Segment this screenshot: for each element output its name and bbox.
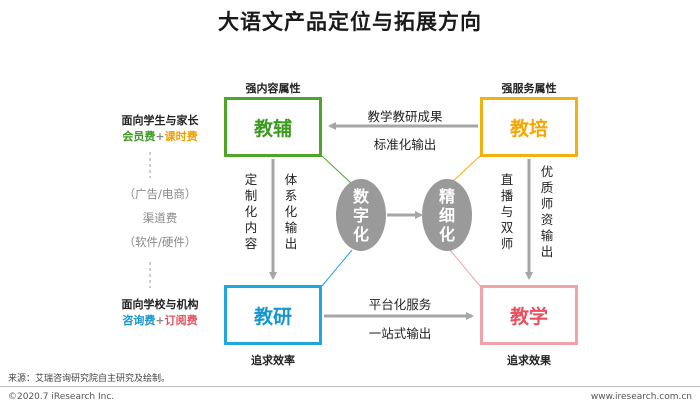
fee-membership: 会员费 (122, 130, 156, 143)
fee-consulting: 咨询费 (122, 314, 156, 327)
left-vertical-label-1: 定 制 化 内 容 (243, 172, 259, 252)
vchar: 输 (540, 228, 554, 243)
source-note: 来源：艾瑞咨询研究院自主研究及绘制。 (8, 374, 171, 384)
bottom-arrow-label-1: 平台化服务 (368, 297, 432, 312)
copyright: ©2020.7 iResearch Inc. (8, 392, 115, 402)
left-vertical-label-2: 体 系 化 输 出 (283, 172, 299, 252)
left-top-heading: 面向学生与家长 (121, 114, 199, 127)
vchar: 系 (284, 188, 298, 203)
vchar: 输 (284, 220, 298, 235)
bottom-arrow-label-2: 一站式输出 (368, 326, 432, 341)
caption-top-right: 强服务属性 (501, 82, 557, 95)
fee-subscription: 订阅费 (164, 314, 198, 327)
oval-right-char: 化 (438, 224, 455, 244)
fee-lesson: 课时费 (164, 130, 198, 143)
vchar: 制 (244, 188, 258, 203)
oval-digitalization: 数 字 化 (336, 179, 386, 251)
vchar: 容 (244, 236, 258, 251)
vchar: 出 (284, 236, 298, 251)
oval-left-char: 字 (352, 205, 369, 225)
vchar: 师 (500, 236, 514, 251)
vchar: 定 (244, 172, 258, 187)
box-jiaofu: 教辅 (224, 97, 322, 157)
vchar: 播 (500, 188, 514, 203)
diag-blue (321, 249, 353, 287)
box-jiaopei: 教培 (480, 97, 578, 157)
fee-plus: + (155, 314, 165, 327)
page-title: 大语文产品定位与拓展方向 (218, 10, 482, 34)
diag-pink (449, 249, 481, 287)
diag-green (321, 155, 353, 185)
oval-right-char: 细 (438, 205, 455, 225)
caption-bottom-right: 追求效果 (507, 354, 551, 367)
oval-left-char: 数 (352, 186, 369, 206)
vchar: 双 (500, 220, 514, 235)
top-arrow-label-2: 标准化输出 (373, 137, 437, 152)
oval-left-char: 化 (352, 224, 369, 244)
left-top-fees: 会员费+课时费 (90, 128, 230, 144)
top-arrow-label-1: 教学教研成果 (367, 109, 443, 124)
vchar: 资 (540, 212, 554, 227)
vchar: 化 (284, 204, 298, 219)
vchar: 与 (500, 204, 514, 219)
oval-right-char: 精 (438, 186, 455, 206)
box-jiaoxue: 教学 (480, 285, 578, 345)
vchar: 师 (540, 196, 554, 211)
vchar: 优 (540, 164, 554, 179)
box-jiaoyan: 教研 (224, 285, 322, 345)
right-vertical-label-2: 优 质 师 资 输 出 (539, 164, 555, 260)
fee-plus: + (155, 130, 165, 143)
left-bottom-fees: 咨询费+订阅费 (90, 312, 230, 328)
left-bottom-heading: 面向学校与机构 (121, 298, 199, 311)
right-vertical-label-1: 直 播 与 双 师 (499, 172, 515, 252)
vchar: 出 (540, 244, 554, 259)
vchar: 内 (244, 220, 258, 235)
oval-refinement: 精 细 化 (422, 179, 472, 251)
footer-divider (0, 386, 700, 387)
vchar: 化 (244, 204, 258, 219)
caption-bottom-left: 追求效率 (251, 354, 295, 367)
vchar: 质 (540, 180, 554, 195)
vchar: 体 (284, 172, 298, 187)
diag-yellow (449, 155, 481, 185)
left-note-channel: 渠道费 (142, 211, 178, 225)
left-note-ads: （广告/电商） (123, 187, 197, 201)
vchar: 直 (500, 172, 514, 187)
left-note-software: （软件/硬件） (123, 235, 197, 249)
website: www.iresearch.com.cn (590, 392, 692, 402)
caption-top-left: 强内容属性 (245, 82, 301, 95)
